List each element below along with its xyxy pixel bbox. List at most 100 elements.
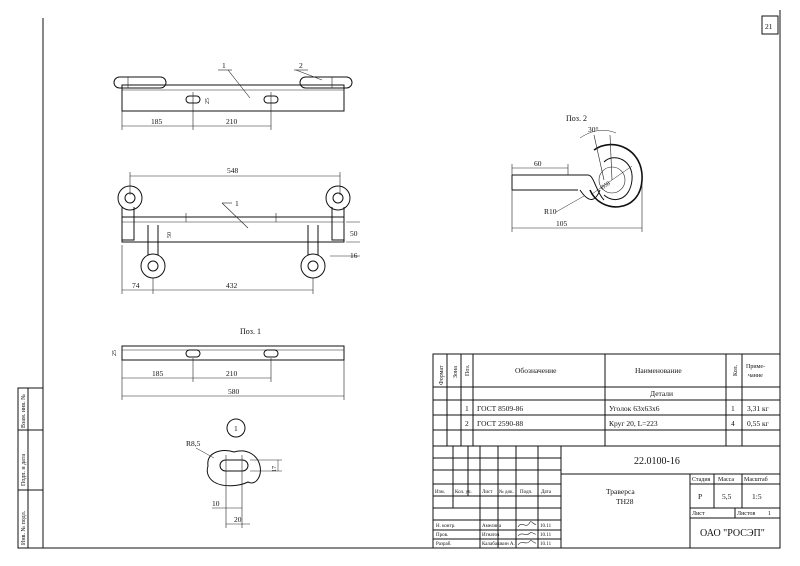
pos2-dim-d58: Ø58 xyxy=(600,181,612,192)
sign-name-1: Амелина xyxy=(482,524,502,529)
spec-row-2-name: Круг 20, L=223 xyxy=(609,419,658,428)
stage-value: Р xyxy=(698,492,702,501)
top-pos-1-label: 1 xyxy=(222,61,226,70)
hook-top-left-outer xyxy=(117,185,143,211)
pos1-dim-185: 185 xyxy=(152,369,164,378)
main-view: 548 1 50 50 16 xyxy=(117,166,360,294)
spec-row-1-qty: 1 xyxy=(731,404,735,413)
side-stamp-cell-1: Взам. инв. № xyxy=(21,394,27,428)
doc-number: 22.0100-16 xyxy=(634,456,680,467)
section-dim-20: 20 xyxy=(234,515,242,524)
sign-role-2: Пров. xyxy=(436,533,448,538)
hook-bottom-left-inner xyxy=(147,260,159,272)
sign-date-1: 10.11 xyxy=(540,524,552,529)
section-view: 1 R8,5 17 10 20 xyxy=(186,418,282,528)
sheets-count: 1 xyxy=(768,511,771,517)
table-row: 2 ГОСТ 2590-88 Круг 20, L=223 4 0,55 кг xyxy=(465,419,769,428)
change-header-sign: Подп. xyxy=(520,490,532,495)
spec-row-1-pos: 1 xyxy=(465,404,469,413)
product-name-line1: Траверса xyxy=(606,487,635,496)
change-header-doc: № док. xyxy=(499,489,514,495)
side-stamp-cell-2: Подп. и дата xyxy=(21,454,27,486)
main-pos-1-label: 1 xyxy=(235,199,239,208)
hook-top-right-inner xyxy=(332,192,344,204)
spec-header-format: Формат xyxy=(439,365,445,385)
sign-role-1: Н. контр. xyxy=(436,524,455,529)
hook-top-left-inner xyxy=(124,192,136,204)
mass-header: Масса xyxy=(718,477,734,483)
top-dim-25: 25 xyxy=(205,98,211,104)
pos2-dim-r10: R10 xyxy=(544,207,557,216)
sign-role-3: Разраб. xyxy=(436,542,452,547)
mass-value: 5,5 xyxy=(722,492,732,501)
top-pos-2-label: 2 xyxy=(299,61,303,70)
spec-row-1-note: 3,31 кг xyxy=(747,404,769,413)
main-dim-50-left: 50 xyxy=(167,232,173,238)
angle-bar xyxy=(121,216,345,243)
scale-value: 1:5 xyxy=(752,492,762,501)
signature-mark-2 xyxy=(517,532,537,537)
section-dim-17: 17 xyxy=(272,466,278,472)
spec-table: Формат Зона Поз. Обозначение Наименовани… xyxy=(432,353,781,447)
spec-row-1-designation: ГОСТ 8509-86 xyxy=(477,404,523,413)
signature-mark-1 xyxy=(517,521,537,528)
change-header-kol: Кол. уч. xyxy=(455,490,472,495)
pos1-angle-bar xyxy=(121,345,345,361)
pos1-title: Поз. 1 xyxy=(240,327,261,336)
change-header-list: Лист xyxy=(482,490,493,495)
main-dim-50-right: 50 xyxy=(350,229,358,238)
hook-bottom-left-outer xyxy=(140,253,166,279)
hook-top-right-outer xyxy=(325,185,351,211)
round-bar-left xyxy=(113,76,167,89)
signature-mark-3 xyxy=(517,540,537,546)
pos1-dim-25: 25 xyxy=(112,350,118,356)
section-slot xyxy=(219,459,249,472)
sign-name-3: Калабашкин А. xyxy=(482,542,515,547)
sheets-label: Листов xyxy=(737,511,755,517)
spec-header-name: Наименование xyxy=(635,366,682,375)
side-stamp: Взам. инв. № Подп. и дата Инв. № подл. xyxy=(17,387,44,549)
change-header-date: Дата xyxy=(541,490,552,495)
pos2-view: Поз. 2 30° 60 Ø58 R10 105 xyxy=(511,114,643,232)
main-dim-16: 16 xyxy=(350,251,358,260)
pos1-slot-right xyxy=(263,349,279,358)
top-dim-210: 210 xyxy=(226,117,238,126)
section-marker-circle xyxy=(226,418,246,438)
pos2-title: Поз. 2 xyxy=(566,114,587,123)
spec-section-title: Детали xyxy=(650,389,673,398)
hook-ring-inner xyxy=(603,157,633,200)
hook-ring-outer xyxy=(589,143,643,208)
pos2-dim-30deg: 30° xyxy=(588,125,599,134)
spec-header-qty: Кол. xyxy=(733,364,739,376)
stage-header: Стадия xyxy=(692,477,711,483)
spec-row-2-designation: ГОСТ 2590-88 xyxy=(477,419,523,428)
section-dim-r85: R8,5 xyxy=(186,439,201,448)
main-dim-74: 74 xyxy=(132,281,140,290)
spec-header-note-2: чание xyxy=(748,373,763,379)
sign-date-3: 10.11 xyxy=(540,542,552,547)
side-stamp-cell-3: Инв. № подл. xyxy=(21,510,27,545)
pos1-dim-210: 210 xyxy=(226,369,238,378)
spec-header-designation: Обозначение xyxy=(515,366,557,375)
pos1-slot-left xyxy=(185,349,201,358)
sign-name-2: Игнатов xyxy=(482,533,500,538)
product-name-line2: ТН28 xyxy=(616,497,634,506)
pos1-dim-580: 580 xyxy=(228,387,240,396)
spec-header-note-1: Приме- xyxy=(746,364,765,370)
pos2-dim-105: 105 xyxy=(556,219,568,228)
change-header-izm: Изм. xyxy=(435,490,445,495)
spec-row-2-pos: 2 xyxy=(465,419,469,428)
pos2-dim-60: 60 xyxy=(534,159,542,168)
section-outline xyxy=(206,450,261,487)
main-dim-432: 432 xyxy=(226,281,238,290)
pos1-view: Поз. 1 25 185 210 580 xyxy=(112,327,345,400)
sheet-label: Лист xyxy=(692,511,705,517)
table-row: 1 ГОСТ 8509-86 Уголок 63х63х6 1 3,31 кг xyxy=(465,404,769,413)
title-block: Изм. Кол. уч. Лист № док. Подп. Дата Н. … xyxy=(432,445,781,549)
spec-header-zone: Зона xyxy=(453,366,459,378)
spec-row-2-note: 0,55 кг xyxy=(747,419,769,428)
spec-row-2-qty: 4 xyxy=(731,419,735,428)
hook-bottom-right-inner xyxy=(307,260,319,272)
page-number-box xyxy=(761,15,779,35)
